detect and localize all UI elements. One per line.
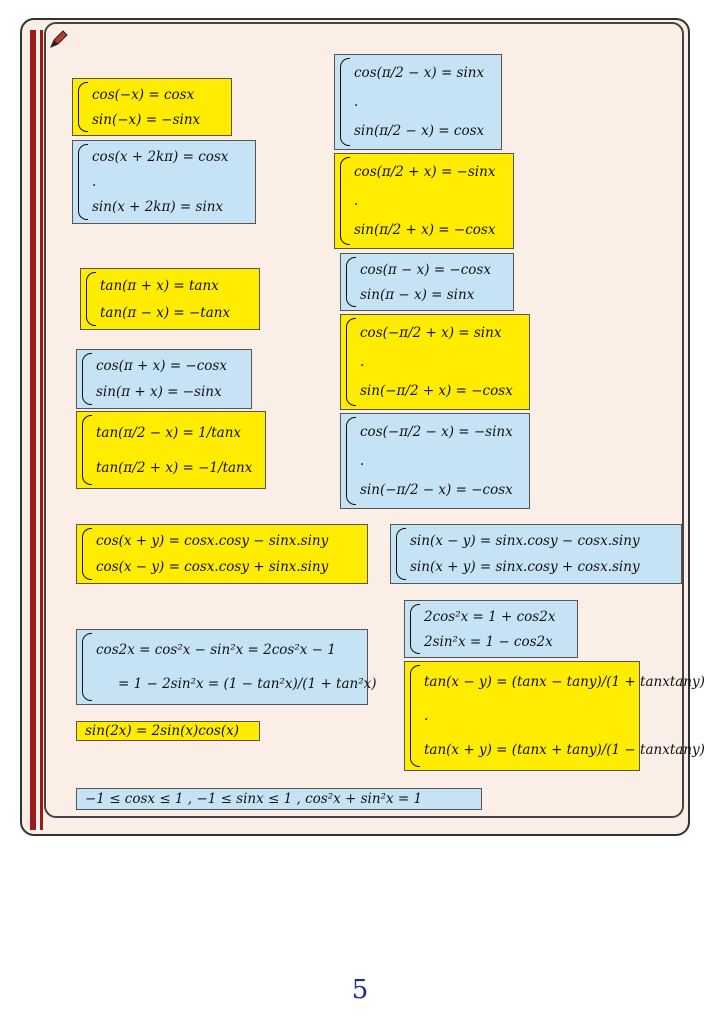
formula-line: 2cos²x = 1 + cos2x: [424, 608, 556, 625]
formula-line: tan(π/2 − x) = 1/tanx: [96, 424, 242, 441]
formula-line: sin(−x) = −sinx: [92, 111, 201, 128]
formula-line: sin(x + y) = sinx.cosy + cosx.siny: [410, 559, 640, 575]
formula-box-neg-half-pi-plus: cos(−π/2 + x) = sinx . sin(−π/2 + x) = −…: [340, 314, 530, 410]
formula-line: −1 ≤ cosx ≤ 1 , −1 ≤ sinx ≤ 1 , cos²x + …: [85, 791, 423, 807]
formula-line: .: [92, 173, 97, 190]
formula-box-pi-plus: cos(π + x) = −cosx sin(π + x) = −sinx: [76, 349, 252, 409]
formula-line: tan(π/2 + x) = −1/tanx: [96, 459, 253, 476]
formula-line: sin(−π/2 − x) = −cosx: [360, 482, 513, 499]
formula-line: sin(−π/2 + x) = −cosx: [360, 383, 513, 400]
formula-line: .: [354, 192, 359, 209]
formula-line: cos(x + 2kπ) = cosx: [92, 148, 229, 165]
formula-box-period: cos(x + 2kπ) = cosx . sin(x + 2kπ) = sin…: [72, 140, 256, 224]
formula-line: cos(π − x) = −cosx: [360, 261, 491, 278]
formula-box-even-odd: cos(−x) = cosx sin(−x) = −sinx: [72, 78, 232, 136]
formula-line: cos(−π/2 + x) = sinx: [360, 324, 502, 341]
formula-line: tan(π − x) = −tanx: [100, 304, 231, 321]
formula-line: .: [360, 452, 365, 469]
formula-line: cos(x + y) = cosx.cosy − sinx.siny: [96, 533, 329, 549]
formula-line: cos(π + x) = −cosx: [96, 358, 227, 374]
formula-line: sin(x + 2kπ) = sinx: [92, 199, 224, 216]
formula-box-sin-sum: sin(x − y) = sinx.cosy − cosx.siny sin(x…: [390, 524, 682, 584]
formula-box-double-angle-squares: 2cos²x = 1 + cos2x 2sin²x = 1 − cos2x: [404, 600, 578, 658]
pen-icon: [50, 30, 68, 48]
formula-box-tan-pi: tan(π + x) = tanx tan(π − x) = −tanx: [80, 268, 260, 330]
formula-line: tan(π + x) = tanx: [100, 277, 219, 294]
formula-line: .: [424, 708, 429, 724]
formula-box-cos-sum: cos(x + y) = cosx.cosy − sinx.siny cos(x…: [76, 524, 368, 584]
formula-line: sin(π/2 + x) = −cosx: [354, 222, 496, 239]
formula-box-pi-minus: cos(π − x) = −cosx sin(π − x) = sinx: [340, 253, 514, 311]
inner-frame: [44, 22, 684, 818]
formula-box-neg-half-pi-minus: cos(−π/2 − x) = −sinx . sin(−π/2 − x) = …: [340, 413, 530, 509]
margin-bar-thin: [40, 30, 43, 830]
formula-line: tan(x + y) = (tanx + tany)/(1 − tanxtany…: [424, 742, 705, 758]
formula-line: cos(−x) = cosx: [92, 86, 195, 103]
formula-line: sin(2x) = 2sin(x)cos(x): [85, 723, 240, 739]
formula-line: sin(π/2 − x) = cosx: [354, 123, 485, 140]
formula-box-complement: cos(π/2 − x) = sinx . sin(π/2 − x) = cos…: [334, 54, 502, 150]
formula-box-half-pi-plus: cos(π/2 + x) = −sinx . sin(π/2 + x) = −c…: [334, 153, 514, 249]
formula-line: cos(−π/2 − x) = −sinx: [360, 423, 513, 440]
formula-box-tan-sum: tan(x − y) = (tanx − tany)/(1 + tanxtany…: [404, 661, 705, 771]
formula-line: = 1 − 2sin²x = (1 − tan²x)/(1 + tan²x): [118, 676, 377, 692]
formula-line: sin(x − y) = sinx.cosy − cosx.siny: [410, 533, 640, 549]
formula-line: cos2x = cos²x − sin²x = 2cos²x − 1: [96, 642, 336, 658]
formula-box-tan-half-pi: tan(π/2 − x) = 1/tanx tan(π/2 + x) = −1/…: [76, 411, 266, 489]
margin-bar: [30, 30, 36, 830]
page-number: 5: [351, 975, 369, 1005]
formula-line: .: [360, 353, 365, 370]
formula-line: cos(x − y) = cosx.cosy + sinx.siny: [96, 559, 329, 575]
formula-box-bounds: −1 ≤ cosx ≤ 1 , −1 ≤ sinx ≤ 1 , cos²x + …: [76, 788, 482, 810]
formula-line: .: [354, 93, 359, 110]
formula-box-sin-double: sin(2x) = 2sin(x)cos(x): [76, 721, 260, 741]
formula-line: sin(π + x) = −sinx: [96, 384, 222, 400]
formula-box-cos-double: cos2x = cos²x − sin²x = 2cos²x − 1 = 1 −…: [76, 629, 377, 705]
formula-line: sin(π − x) = sinx: [360, 286, 475, 303]
formula-line: cos(π/2 − x) = sinx: [354, 64, 485, 81]
formula-line: tan(x − y) = (tanx − tany)/(1 + tanxtany…: [424, 674, 705, 690]
formula-line: cos(π/2 + x) = −sinx: [354, 163, 496, 180]
formula-line: 2sin²x = 1 − cos2x: [424, 633, 553, 650]
